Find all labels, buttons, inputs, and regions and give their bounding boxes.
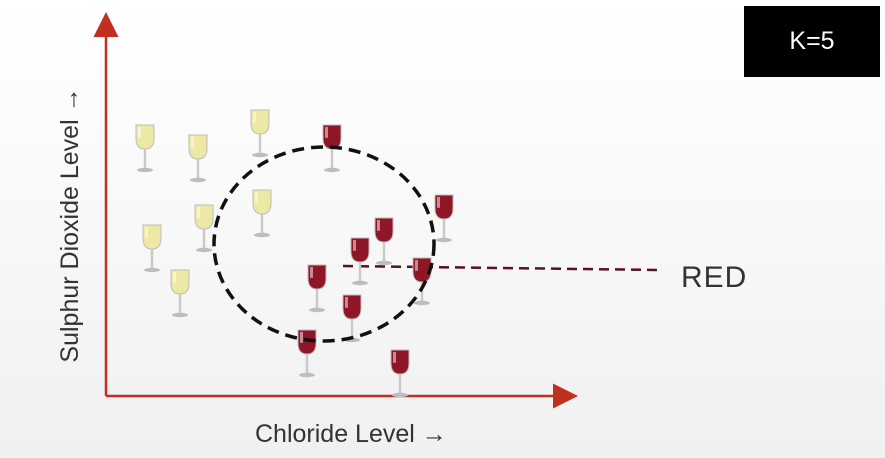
result-label: RED [681, 261, 748, 294]
white-wine-glass-icon [170, 269, 190, 318]
white-wine-glass-icon [194, 204, 214, 253]
red-wine-glass-icon [322, 124, 342, 173]
x-axis-label: Chloride Level → [255, 420, 447, 448]
white-wine-glass-icon [250, 109, 270, 158]
white-wine-glass-icon [252, 189, 272, 238]
red-wine-glass-icon [350, 237, 370, 286]
pointer-line [342, 264, 661, 272]
k-value-badge: K=5 [744, 6, 880, 77]
wine-glass-points [135, 109, 454, 398]
y-axis-label: Sulphur Dioxide Level → [56, 87, 84, 363]
red-wine-glass-icon [412, 257, 432, 306]
white-wine-glass-icon [142, 224, 162, 273]
red-wine-glass-icon [374, 217, 394, 266]
red-wine-glass-icon [342, 294, 362, 343]
red-wine-glass-icon [307, 264, 327, 313]
red-wine-glass-icon [297, 329, 317, 378]
red-wine-glass-icon [390, 349, 410, 398]
white-wine-glass-icon [188, 134, 208, 183]
neighbor-circle [212, 145, 436, 343]
red-wine-glass-icon [434, 194, 454, 243]
white-wine-glass-icon [135, 124, 155, 173]
